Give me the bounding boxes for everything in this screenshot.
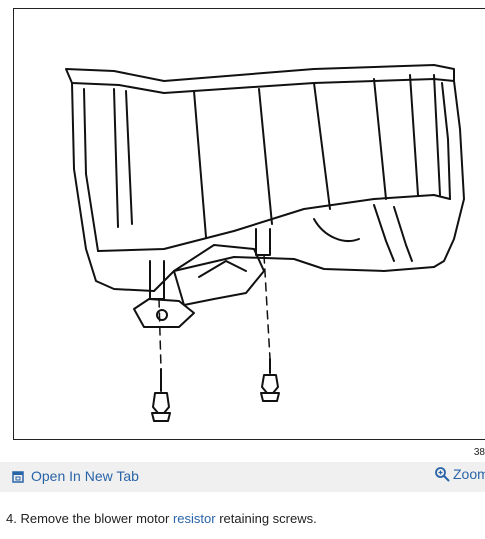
housing-lower-edge xyxy=(97,194,451,252)
housing-left-wall xyxy=(71,82,155,292)
blower-housing-illustration xyxy=(65,64,465,422)
figure-toolbar: Open In New Tab Zoom xyxy=(0,462,485,492)
open-in-new-tab-label: Open In New Tab xyxy=(31,468,139,484)
zoom-label: Zoom xyxy=(453,466,485,482)
step-text-before: Remove the blower motor xyxy=(20,511,170,526)
figure-border xyxy=(13,8,485,440)
zoom-icon xyxy=(434,466,450,482)
step-text-after: retaining screws. xyxy=(219,511,317,526)
screw-right xyxy=(260,358,280,402)
open-in-new-tab-icon xyxy=(12,470,24,483)
figure-panel: 38 xyxy=(0,0,485,462)
figure-container: 38 Open In New Tab Zoom xyxy=(0,0,485,492)
step-number: 4. xyxy=(6,511,17,526)
leader-line-left xyxy=(158,298,162,370)
leader-line-right xyxy=(263,254,271,360)
housing-rim xyxy=(65,64,455,94)
step-instruction: 4. Remove the blower motor resistor reta… xyxy=(6,511,317,526)
open-in-new-tab-button[interactable]: Open In New Tab xyxy=(12,468,139,484)
figure-id-label: 38 xyxy=(473,447,485,458)
zoom-button[interactable]: Zoom xyxy=(434,466,485,482)
housing-right-wall xyxy=(433,80,465,268)
resistor-link[interactable]: resistor xyxy=(172,511,216,526)
resistor-block xyxy=(173,244,265,306)
screw-left xyxy=(151,368,171,422)
